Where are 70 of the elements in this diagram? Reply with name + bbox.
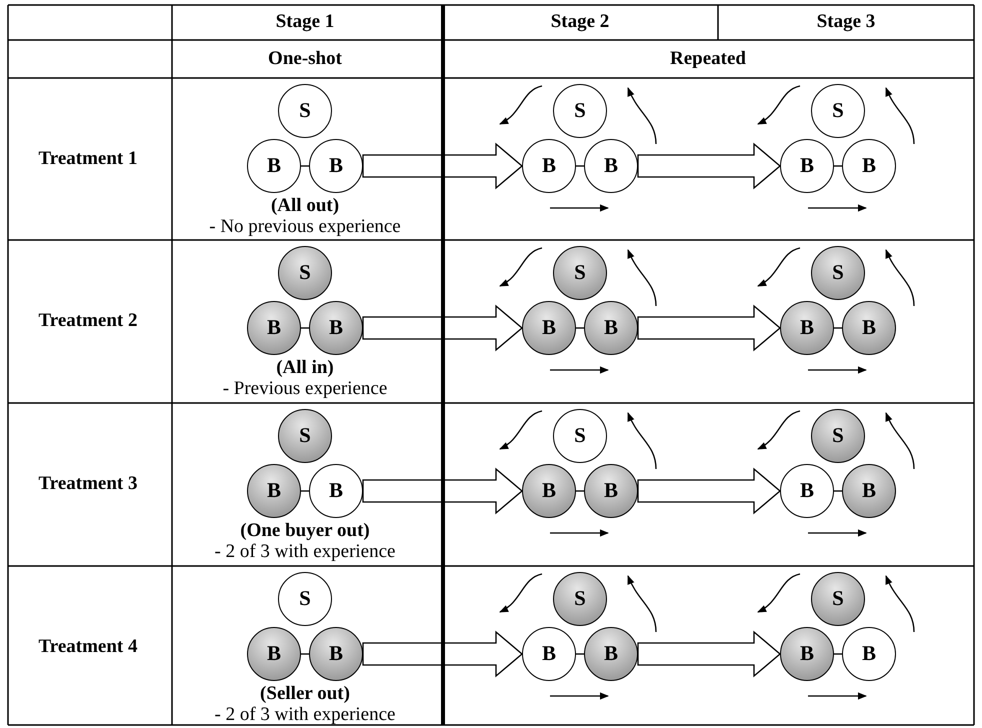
buyer-circle: B [584,464,638,518]
connector-line [576,653,584,655]
block-arrow [362,304,523,352]
block-arrow [362,630,523,678]
seller-circle: S [811,246,865,300]
buyer-circle: B [780,301,834,355]
buyer-circle: B [584,627,638,681]
connector-line [834,327,842,329]
seller-circle: S [553,246,607,300]
buyer-circle: B [522,139,576,193]
seller-circle: S [811,409,865,463]
seller-circle: S [278,84,332,138]
buyer-circle: B [247,139,301,193]
seller-circle: S [553,572,607,626]
note-text: - No previous experience [209,216,401,238]
connector-line [301,653,309,655]
column-header: Repeated [670,48,746,70]
block-arrow [637,630,781,678]
seller-circle: S [278,572,332,626]
buyer-circle: B [842,139,896,193]
buyer-circle: B [309,627,363,681]
buyer-circle: B [522,627,576,681]
row-header: Treatment 1 [38,148,138,170]
condition-label: (Seller out) [260,683,350,705]
row-header: Treatment 3 [38,473,138,495]
connector-line [576,490,584,492]
buyer-circle: B [842,301,896,355]
condition-label: (All in) [276,357,334,379]
buyer-circle: B [584,301,638,355]
buyer-circle: B [522,464,576,518]
column-header: Stage 2 [550,11,610,33]
connector-line [576,327,584,329]
block-arrow [637,304,781,352]
seller-circle: S [278,246,332,300]
connector-line [834,490,842,492]
column-header: Stage 1 [276,11,334,33]
seller-circle: S [278,409,332,463]
column-header: One-shot [268,48,342,70]
block-arrow [362,142,523,190]
condition-label: (All out) [270,195,340,217]
seller-circle: S [811,84,865,138]
seller-circle: S [553,84,607,138]
buyer-circle: B [522,301,576,355]
connector-line [834,165,842,167]
connector-line [301,165,309,167]
seller-circle: S [811,572,865,626]
note-text: - 2 of 3 with experience [214,541,396,563]
row-header: Treatment 4 [38,636,138,658]
block-arrow [637,468,781,514]
note-text: - Previous experience [222,378,388,400]
row-header: Treatment 2 [38,310,138,332]
buyer-circle: B [842,627,896,681]
block-arrow [637,142,781,190]
buyer-circle: B [247,464,301,518]
block-arrow [362,468,523,514]
buyer-circle: B [780,139,834,193]
column-header: Stage 3 [816,11,876,33]
note-text: - 2 of 3 with experience [214,704,396,726]
connector-line [576,165,584,167]
buyer-circle: B [309,301,363,355]
buyer-circle: B [247,627,301,681]
condition-label: (One buyer out) [240,520,370,542]
buyer-circle: B [780,464,834,518]
connector-line [301,490,309,492]
buyer-circle: B [780,627,834,681]
connector-line [834,653,842,655]
buyer-circle: B [247,301,301,355]
seller-circle: S [553,409,607,463]
buyer-circle: B [842,464,896,518]
connector-line [301,327,309,329]
